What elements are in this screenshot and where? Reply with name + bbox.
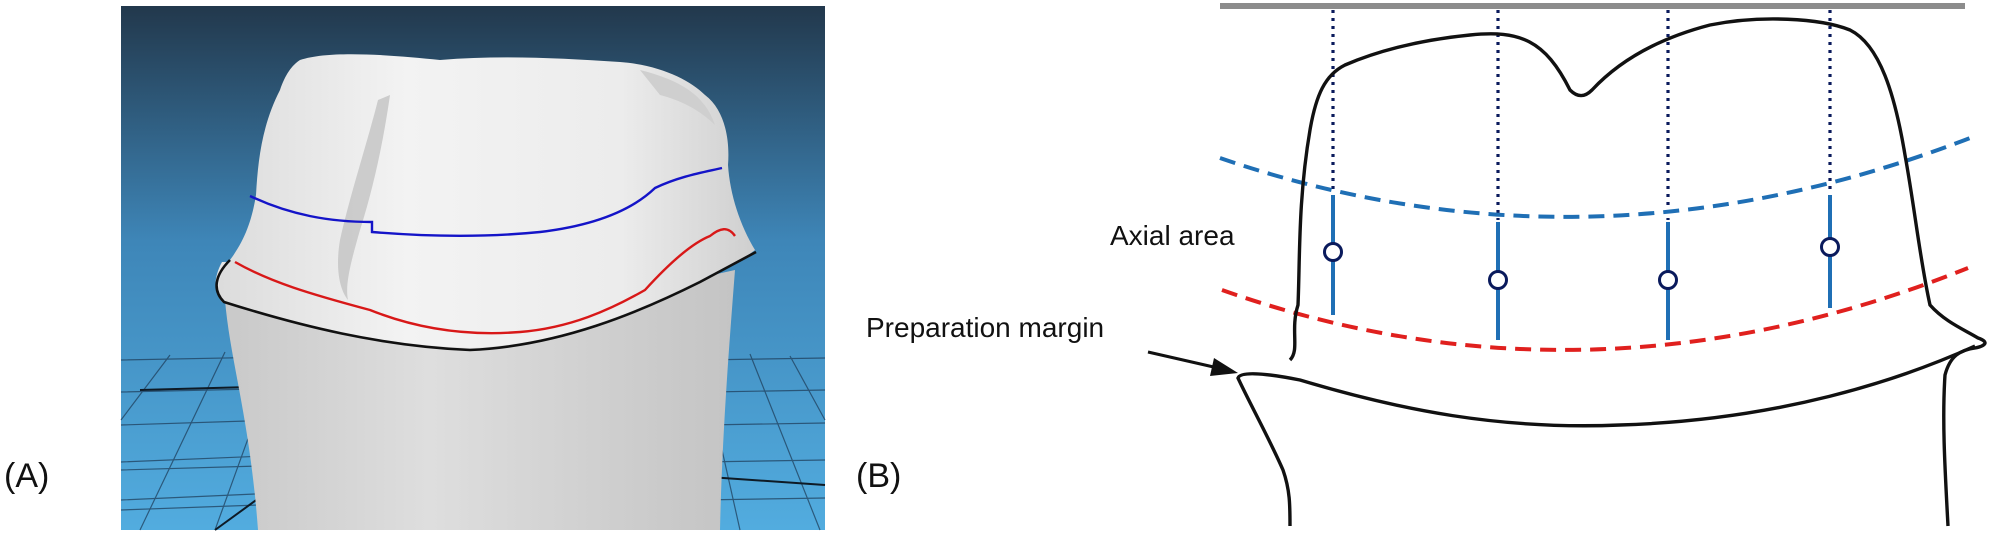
panel-b-diagram	[1147, 3, 1987, 527]
preparation-margin-label: Preparation margin	[866, 312, 1105, 343]
occlusal-shadow	[640, 70, 715, 125]
measurement-point-4	[1820, 237, 1840, 257]
lower-dashed-arc	[1221, 266, 1969, 352]
axial-measurement-segments	[1331, 195, 1832, 340]
vertical-dotted-lines	[1331, 10, 1832, 220]
groove-shadow	[337, 95, 390, 300]
axial-area-label: Axial area	[1110, 220, 1235, 251]
panel-b-label: (B)	[856, 457, 902, 495]
arrow-head	[1210, 358, 1238, 376]
panel-a-render	[120, 6, 826, 531]
margin-outline	[1236, 344, 1976, 527]
upper-reference-line	[249, 166, 723, 237]
tooth-outline	[1288, 17, 1987, 527]
measurement-points	[1323, 237, 1840, 290]
margin-arrow	[1147, 350, 1238, 376]
measurement-point-1	[1323, 242, 1343, 262]
middle-reference-line	[234, 228, 736, 335]
panel-a-label: (A)	[4, 457, 50, 495]
arrow-shaft	[1147, 350, 1219, 370]
measurement-point-2	[1488, 270, 1508, 290]
floor-grid	[120, 349, 826, 531]
upper-dashed-arc	[1219, 136, 1971, 219]
prepared-tooth	[218, 54, 755, 348]
measurement-point-3	[1658, 270, 1678, 290]
preparation-margin-line	[215, 250, 757, 352]
